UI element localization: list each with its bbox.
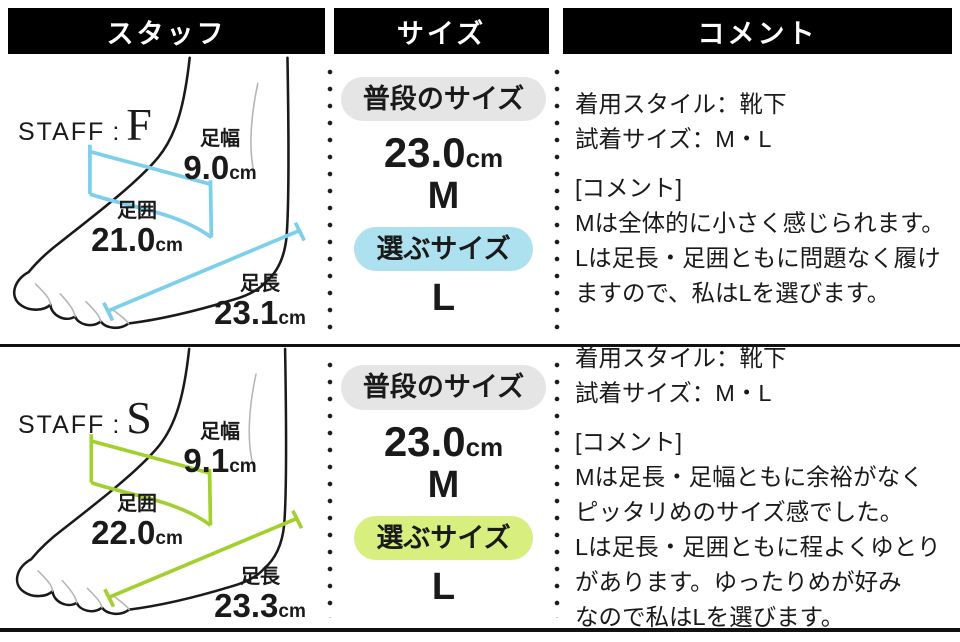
comment-cell: 着用スタイル：靴下 試着サイズ：M・L [コメント] Mは全体的に小さく感じられ…: [561, 54, 960, 344]
toe-crease: [86, 587, 103, 609]
usual-size-badge: 普段のサイズ: [340, 76, 547, 122]
usual-size-badge: 普段のサイズ: [340, 365, 547, 410]
staff-cell: STAFF:S 足幅 9.1cm 足囲 22.0cm 足長 23.3cm: [0, 347, 326, 628]
width-drop: [208, 180, 214, 238]
chosen-size-letter: L: [431, 277, 456, 320]
girth-arc: [89, 192, 213, 240]
chosen-size-letter: L: [431, 565, 456, 608]
usual-size-unit: cm: [465, 431, 504, 462]
foot-girth-measurement: 足囲 21.0cm: [74, 200, 200, 259]
foot-width-unit: cm: [229, 456, 257, 477]
foot-diagram: [12, 56, 306, 329]
shin-line: [250, 82, 259, 178]
size-cell: 普段のサイズ 23.0cm M 選ぶサイズ L: [334, 347, 553, 628]
foot-girth-label: 足囲: [117, 493, 157, 515]
comment-tag: [コメント]: [575, 175, 683, 201]
foot-girth-unit: cm: [155, 235, 183, 256]
foot-length-value: 23.3: [214, 587, 279, 624]
comment-tag: [コメント]: [575, 428, 683, 455]
header-col-size: サイズ: [334, 8, 549, 54]
foot-girth-label: 足囲: [117, 200, 157, 222]
column-separator: [326, 357, 334, 618]
wearing-style-line: 着用スタイル：靴下: [575, 91, 787, 117]
column-separator: [326, 64, 334, 334]
foot-width-unit: cm: [229, 163, 257, 184]
staff-name: STAFF:S: [18, 395, 152, 441]
toe-crease: [61, 579, 78, 604]
tried-sizes-line: 試着サイズ：M・L: [575, 379, 772, 406]
foot-girth-unit: cm: [155, 528, 183, 549]
foot-width-label: 足幅: [200, 128, 240, 150]
usual-size-cm: 23.0: [383, 129, 466, 177]
shin-line: [248, 373, 257, 466]
foot-width-value: 9.0: [183, 149, 230, 186]
foot-length-measurement: 足長 23.3cm: [198, 566, 322, 625]
length-tick-left: [102, 301, 115, 322]
foot-length-unit: cm: [278, 308, 306, 329]
usual-size-letter: M: [427, 463, 460, 506]
header-col-comment: コメント: [563, 8, 952, 54]
foot-width-label: 足幅: [200, 421, 240, 443]
toe-crease: [37, 570, 54, 592]
staff-row-s: STAFF:S 足幅 9.1cm 足囲 22.0cm 足長 23.3cm 普段の…: [0, 345, 960, 632]
chosen-size-badge: 選ぶサイズ: [354, 227, 533, 272]
wearing-style-line: 着用スタイル：靴下: [575, 344, 787, 371]
usual-size-letter: M: [427, 175, 460, 218]
staff-name: STAFF:F: [18, 102, 152, 148]
foot-width-value: 9.1: [183, 442, 230, 479]
length-tick-right: [291, 509, 304, 530]
foot-length-measurement: 足長 23.1cm: [198, 273, 322, 332]
staff-row-f: STAFF:F 足幅 9.0cm 足囲 21.0cm 足長 23.1cm 普段の…: [0, 54, 960, 347]
girth-arc: [90, 480, 212, 527]
width-drop: [207, 469, 213, 526]
foot-diagram: [15, 347, 304, 616]
tried-sizes-line: 試着サイズ：M・L: [575, 126, 772, 152]
foot-width-measurement: 足幅 9.1cm: [168, 421, 272, 480]
staff-initial: S: [126, 392, 152, 443]
staff-prefix-label: STAFF: [18, 411, 106, 439]
toe-crease: [85, 300, 102, 323]
header-col-staff: スタッフ: [8, 8, 325, 54]
foot-length-label: 足長: [240, 273, 280, 295]
column-separator: [553, 357, 561, 618]
staff-colon: :: [112, 118, 120, 146]
table-header: スタッフ サイズ コメント: [0, 0, 960, 54]
length-line: [107, 228, 301, 313]
foot-girth-value: 21.0: [91, 221, 156, 258]
foot-girth-measurement: 足囲 22.0cm: [74, 493, 200, 552]
comment-cell: 着用スタイル：靴下 試着サイズ：M・L [コメント] Mは足長・足幅ともに余裕が…: [561, 345, 960, 630]
length-tick-left: [103, 588, 116, 608]
foot-length-value: 23.1: [214, 294, 279, 331]
comment-body: Mは全体的に小さく感じられます。 Lは足長・足囲ともに問題なく履け ますので、私…: [575, 210, 945, 306]
staff-initial: F: [126, 99, 152, 150]
length-line: [108, 516, 298, 599]
comment-body: Mは足長・足幅ともに余裕がなく ピッタリめのサイズ感でした。 Lは足長・足囲とも…: [575, 463, 941, 630]
chosen-size-badge: 選ぶサイズ: [354, 515, 533, 560]
measurement-lines: [88, 144, 306, 322]
width-line: [89, 149, 211, 186]
foot-width-measurement: 足幅 9.0cm: [168, 128, 272, 187]
foot-girth-value: 22.0: [91, 514, 156, 551]
staff-cell: STAFF:F 足幅 9.0cm 足囲 21.0cm 足長 23.1cm: [0, 54, 326, 344]
staff-colon: :: [112, 411, 120, 439]
foot-length-label: 足長: [240, 566, 280, 588]
foot-length-unit: cm: [278, 601, 306, 622]
toe-crease: [34, 283, 52, 306]
length-tick-right: [293, 221, 306, 242]
usual-size-unit: cm: [465, 143, 504, 174]
size-cell: 普段のサイズ 23.0cm M 選ぶサイズ L: [334, 54, 553, 344]
column-separator: [553, 64, 561, 334]
toe-crease: [59, 293, 76, 318]
usual-size-cm: 23.0: [383, 417, 466, 465]
staff-prefix-label: STAFF: [18, 118, 106, 146]
measurement-lines: [89, 434, 304, 608]
width-line: [90, 439, 210, 475]
